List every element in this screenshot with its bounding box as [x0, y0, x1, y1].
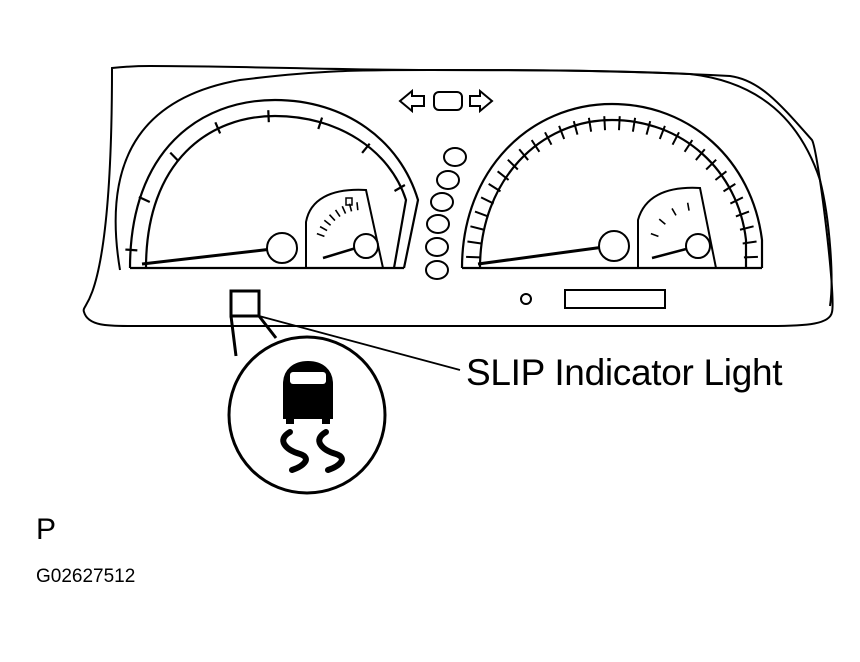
figure-code: G02627512: [36, 566, 136, 587]
speedometer-tick: [361, 142, 371, 154]
speedometer-outer-arc: [128, 98, 420, 269]
tachometer-outer-arc: [460, 102, 764, 269]
fuel-subgauge-face: [305, 188, 385, 269]
slip-indicator-label: SLIP Indicator Light: [466, 352, 783, 393]
fuel-subgauge-tick: [341, 205, 347, 214]
tachometer-tick: [488, 183, 502, 193]
warning-lamp: [436, 170, 460, 190]
center-indicator-box: [433, 91, 463, 111]
tachometer-tick: [631, 117, 637, 132]
temp-subgauge-face: [637, 186, 718, 269]
tachometer-hub: [598, 230, 630, 262]
skid-mark-right: [316, 429, 345, 473]
speedometer-tick: [138, 195, 151, 203]
tachometer-ticks: [466, 116, 758, 259]
car-wheel-right: [322, 416, 330, 424]
odometer-display: [564, 289, 666, 309]
car-body: [283, 360, 333, 419]
temp-subgauge-tick: [686, 202, 690, 211]
speedometer-tick: [125, 248, 138, 252]
tachometer: [460, 102, 764, 270]
tachometer-tick: [729, 196, 744, 205]
warning-lamp: [430, 192, 454, 212]
cluster-housing: [82, 64, 834, 327]
speedometer-tick: [317, 117, 324, 130]
tachometer-tick: [480, 196, 495, 205]
warning-lamp: [426, 214, 450, 234]
slip-indicator-icon: [280, 360, 345, 473]
speedometer-tick: [169, 151, 180, 162]
tachometer-tick: [518, 148, 529, 161]
leader-line: [258, 315, 461, 371]
tachometer-tick: [722, 183, 736, 193]
tachometer-tick: [658, 125, 666, 140]
fuel-subgauge-mark: [345, 197, 353, 206]
speedometer-inner-arc: [144, 114, 408, 269]
tachometer-tick: [671, 131, 680, 146]
tachometer-tick: [470, 225, 485, 231]
temp-subgauge-tick: [658, 218, 666, 225]
fuel-subgauge-tick: [316, 232, 325, 238]
fuel-subgauge-needle: [322, 246, 357, 260]
slip-indicator-lamp: [229, 289, 261, 318]
speedometer-ticks: [125, 110, 406, 252]
tachometer-tick: [587, 117, 593, 132]
tachometer-tick: [544, 131, 553, 146]
right-arrow-icon: [469, 88, 494, 114]
tachometer-tick: [735, 210, 750, 218]
small-indicator-lamp: [520, 293, 532, 305]
temp-subgauge-tick: [650, 232, 659, 238]
speedometer-tick: [393, 184, 406, 192]
tachometer-tick: [695, 148, 706, 161]
tachometer-tick: [683, 139, 694, 153]
car-wheel-left: [286, 416, 294, 424]
tachometer-tick: [558, 125, 566, 140]
warning-lamp: [443, 147, 467, 167]
tachometer-tick: [496, 170, 510, 181]
left-arrow-icon: [398, 88, 425, 114]
tachometer-tick: [617, 116, 621, 131]
tachometer-tick: [603, 116, 607, 131]
fuel-subgauge-tick: [319, 225, 328, 232]
fuel-subgauge-tick: [323, 219, 332, 226]
cluster-housing-outline: [114, 69, 833, 307]
warning-lamp-column: [425, 147, 467, 280]
tachometer-tick: [739, 225, 754, 231]
speedometer: [125, 98, 420, 270]
tachometer-tick: [705, 158, 717, 171]
magnifier-connector: [229, 315, 278, 357]
speedometer-tick: [214, 121, 222, 134]
tachometer-tick: [714, 170, 728, 181]
speedometer-tick: [267, 110, 270, 123]
tachometer-tick: [530, 139, 541, 153]
fuel-subgauge-hub: [353, 233, 379, 259]
fuel-subgauge-tick: [328, 214, 336, 222]
speedometer-hub: [266, 232, 298, 264]
tachometer-needle: [477, 245, 605, 266]
skid-mark-left: [280, 429, 309, 473]
temp-subgauge-needle: [651, 246, 691, 260]
tachometer-tick: [467, 240, 482, 245]
warning-lamp: [425, 260, 449, 280]
car-windshield: [290, 372, 326, 384]
view-letter: P: [36, 513, 57, 546]
tachometer-tick: [742, 240, 757, 245]
fuel-subgauge-tick: [356, 202, 359, 211]
tachometer-inner-arc: [478, 118, 748, 269]
tachometer-tick: [474, 210, 489, 218]
fuel-subgauge-ticks: [316, 202, 359, 238]
tachometer-tick: [507, 158, 519, 171]
temp-subgauge-hub: [685, 233, 711, 259]
temp-subgauge-tick: [671, 208, 677, 216]
tachometer-tick: [572, 120, 579, 135]
speedometer-needle: [141, 247, 273, 266]
temp-subgauge-ticks: [650, 202, 690, 238]
tachometer-tick: [645, 120, 652, 135]
fuel-subgauge-tick: [334, 209, 341, 218]
warning-lamp: [425, 237, 449, 257]
